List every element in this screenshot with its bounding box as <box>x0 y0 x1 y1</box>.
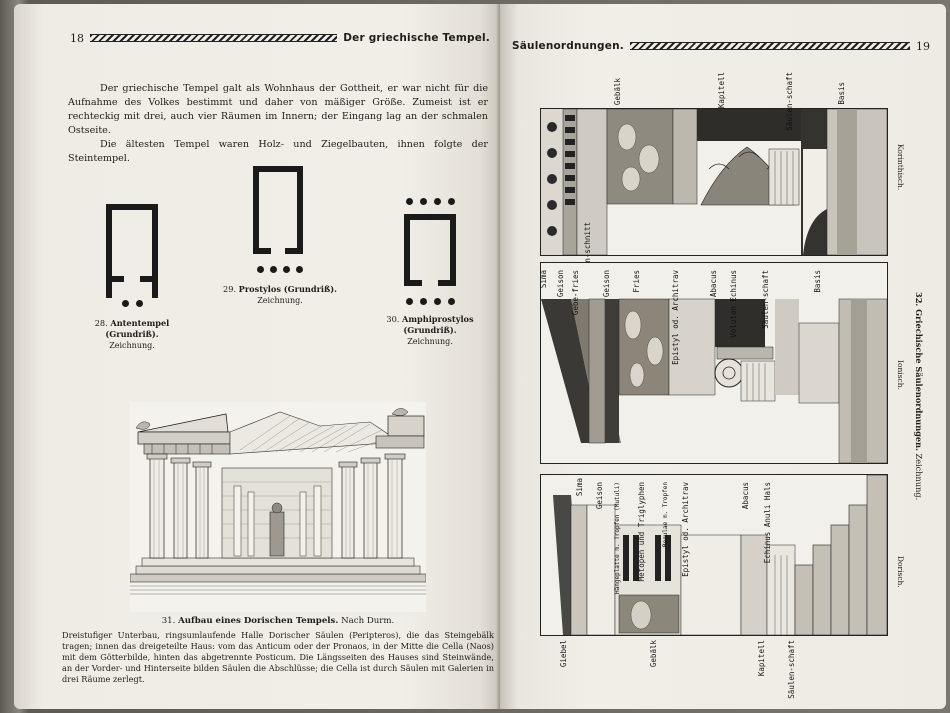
temple-illustration <box>129 408 427 595</box>
label-giebel: Giebel <box>559 640 568 668</box>
ionic-illustration <box>541 263 888 464</box>
label-ionisch: Ionisch. <box>896 360 905 390</box>
fig-number: 30. <box>386 314 400 324</box>
label-sima-dor: Sima <box>575 478 584 497</box>
label-korinthisch: Korinthisch. <box>896 144 905 191</box>
left-page-number: 18 <box>70 31 84 45</box>
label-metopen: Metopen und Triglyphen <box>637 482 646 582</box>
ionic-order-drawing <box>540 262 888 464</box>
fig-title: Amphiprostylos (Grundriß). <box>402 314 474 335</box>
label-geison-dor: Geison <box>595 482 604 510</box>
intro-text: Der griechische Tempel galt als Wohnhaus… <box>68 82 488 166</box>
label-kapitell-dor: Kapitell <box>757 640 766 677</box>
fig-title: Prostylos (Grundriß). <box>238 284 337 294</box>
left-running-title: Der griechische Tempel. <box>343 32 490 44</box>
caption-fig31: 31. Aufbau eines Dorischen Tempels. Nach… <box>130 616 426 626</box>
fig-number: 29. <box>223 284 237 294</box>
rope-ornament <box>90 34 338 42</box>
label-abacus-dor: Abacus <box>741 482 750 510</box>
label-dorisch: Dorisch. <box>896 556 905 588</box>
doric-order-drawing <box>540 474 888 636</box>
label-regulae: Regulae m. Tropfen <box>662 482 669 548</box>
intro-paragraph: Der griechische Tempel galt als Wohnhaus… <box>68 83 488 136</box>
plan-amphiprostylos <box>404 198 456 310</box>
label-voluten: Voluten Echinus <box>729 270 738 338</box>
corinthian-order-drawing <box>540 108 888 256</box>
fig-number: 28. <box>94 318 108 328</box>
label-abacus: Abacus <box>709 270 718 298</box>
label-epistyl-dor: Epistyl od. Architrav <box>681 482 690 577</box>
label-gebefries: Gebe-fries <box>571 270 580 316</box>
right-running-title: Säulenordnungen. <box>512 40 624 52</box>
label-saeulenschaft-2: Säulen-schaft <box>761 270 770 329</box>
label-geison: Geison <box>556 270 565 298</box>
label-gebaelk: Gebälk <box>613 78 622 106</box>
fig-number: 31. <box>161 616 176 626</box>
caption-fig30: 30. Amphiprostylos (Grundriß). Zeichnung… <box>362 314 498 347</box>
plan-prostylos <box>253 166 303 274</box>
intro-paragraph: Die ältesten Tempel waren Holz- und Zieg… <box>68 139 488 164</box>
label-geison-2: Geison <box>602 270 611 298</box>
doric-temple-engraving <box>129 402 427 612</box>
fig-title: Aufbau eines Dorischen Tempels. <box>178 616 339 626</box>
figure32-caption: 32. Griechische Säulenordnungen. Zeichnu… <box>914 292 924 500</box>
right-page-number: 19 <box>916 39 930 53</box>
label-epistyl: Epistyl od. Architrav <box>671 270 680 365</box>
label-kapitell: Kapitell <box>717 72 726 109</box>
plan-antentempel <box>106 204 158 310</box>
doric-illustration <box>553 474 888 636</box>
label-saeulenschaft-dor: Säulen-schaft <box>787 640 796 699</box>
fig-subtitle: Zeichnung. <box>109 341 155 350</box>
fig-credit: Nach Durm. <box>341 616 395 626</box>
figure32-title: 32. Griechische Säulenordnungen. <box>914 292 924 451</box>
corinthian-illustration <box>541 108 888 256</box>
label-echinus: Echinus Anuli Hals <box>763 482 772 564</box>
caption-fig29: 29. Prostylos (Grundriß). Zeichnung. <box>220 284 340 306</box>
label-sima: Sima <box>539 270 548 289</box>
fig-subtitle: Zeichnung. <box>407 337 453 346</box>
label-saeulenschaft: Säulen-schaft <box>785 72 794 131</box>
label-basis-2: Basis <box>813 270 822 293</box>
label-basis: Basis <box>837 82 846 105</box>
label-fries: Fries <box>632 270 641 293</box>
figure32-subtitle: Zeichnung. <box>914 453 924 501</box>
fig-subtitle: Zeichnung. <box>257 296 303 305</box>
label-haengeplatte: Hängeplatte m. Tropfen (Mutuli) <box>614 482 621 594</box>
rope-ornament <box>629 42 910 50</box>
caption-fig28: 28. Antentempel (Grundriß). Zeichnung. <box>72 318 192 351</box>
label-gebaelk-dor: Gebälk <box>649 640 658 668</box>
right-running-head: Säulenordnungen. 19 <box>512 38 930 54</box>
left-running-head: 18 Der griechische Tempel. <box>70 30 490 46</box>
figure31-description: Dreistufiger Unterbau, ringsumlaufende H… <box>62 630 494 684</box>
fig-title: Antentempel (Grundriß). <box>105 318 170 339</box>
